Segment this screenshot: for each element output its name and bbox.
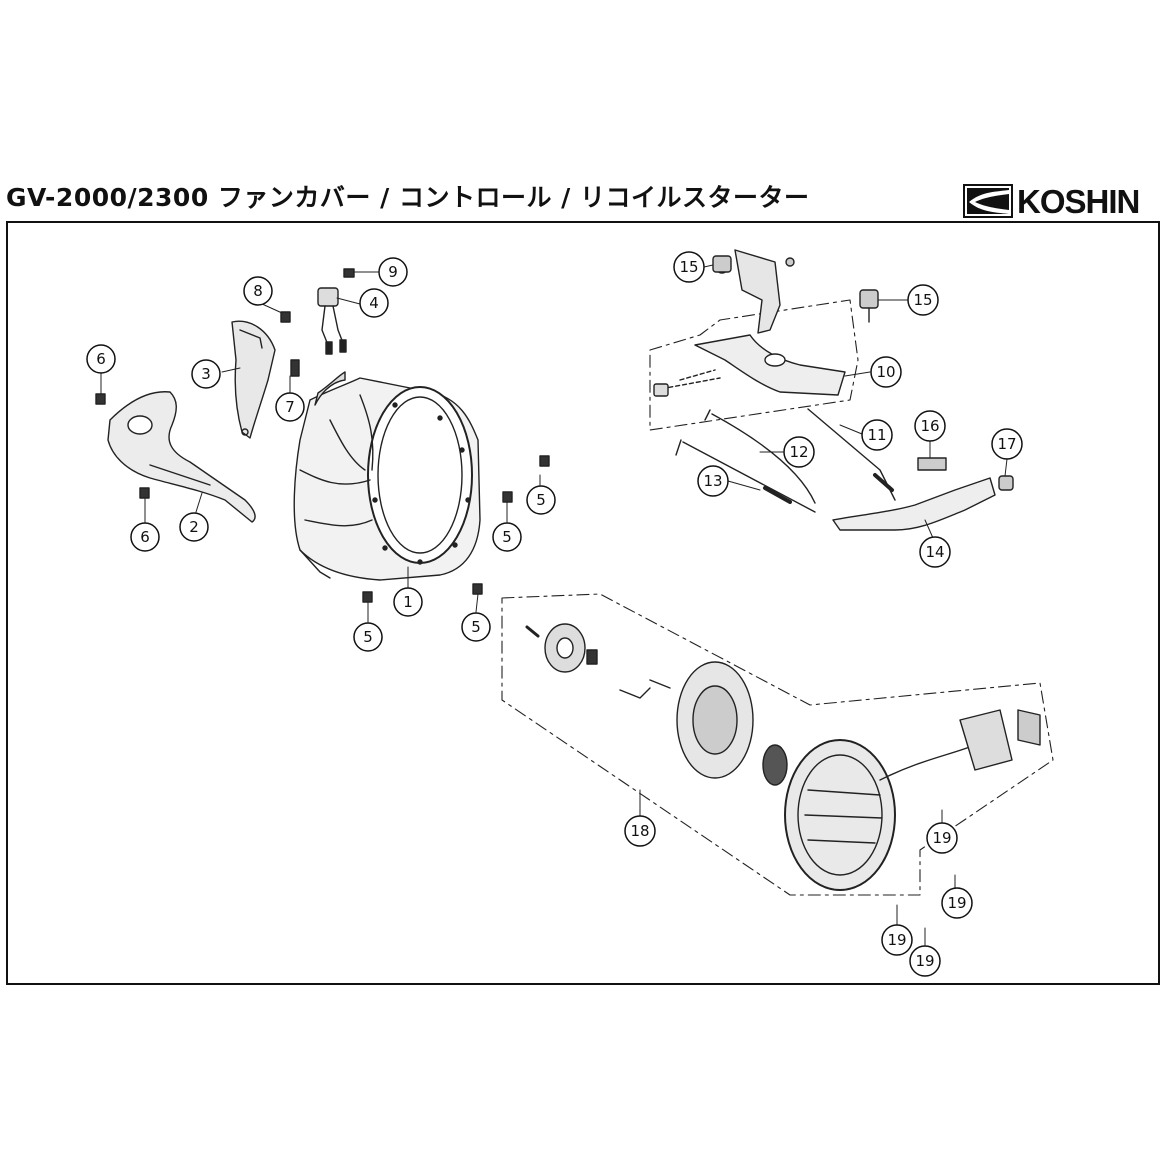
callout-8: 8 bbox=[243, 276, 273, 306]
svg-text:7: 7 bbox=[285, 398, 295, 416]
fan-cover-part bbox=[293, 371, 481, 581]
brand-logo: KOSHIN bbox=[963, 182, 1163, 222]
governor-rods-part bbox=[675, 408, 896, 513]
svg-text:5: 5 bbox=[536, 491, 546, 509]
control-lever-part bbox=[832, 457, 1014, 531]
svg-text:19: 19 bbox=[887, 931, 906, 949]
callout-6b: 6 bbox=[130, 522, 160, 552]
callout-5d: 5 bbox=[461, 612, 491, 642]
callout-13: 13 bbox=[697, 465, 729, 497]
callout-15a: 15 bbox=[673, 251, 705, 283]
svg-text:10: 10 bbox=[876, 363, 895, 381]
callout-19d: 19 bbox=[909, 945, 941, 977]
diagram-frame bbox=[6, 221, 1160, 985]
callout-17: 17 bbox=[991, 428, 1023, 460]
svg-text:19: 19 bbox=[947, 894, 966, 912]
svg-text:16: 16 bbox=[920, 417, 939, 435]
brand-name: KOSHIN bbox=[1017, 183, 1140, 220]
control-assembly-outline bbox=[649, 299, 859, 431]
callout-18: 18 bbox=[624, 815, 656, 847]
bolts-15 bbox=[712, 255, 879, 323]
svg-text:5: 5 bbox=[471, 618, 481, 636]
leader-lines bbox=[100, 221, 1008, 946]
callout-7: 7 bbox=[275, 392, 305, 422]
svg-text:17: 17 bbox=[997, 435, 1016, 453]
svg-text:5: 5 bbox=[363, 628, 373, 646]
svg-text:12: 12 bbox=[789, 443, 808, 461]
bolts-group bbox=[95, 268, 550, 603]
svg-text:1: 1 bbox=[403, 593, 413, 611]
svg-text:5: 5 bbox=[502, 528, 512, 546]
callout-12: 12 bbox=[783, 436, 815, 468]
recoil-starter-outline bbox=[501, 593, 1054, 896]
svg-text:11: 11 bbox=[867, 426, 886, 444]
svg-text:6: 6 bbox=[96, 350, 106, 368]
svg-text:14: 14 bbox=[925, 543, 944, 561]
svg-text:19: 19 bbox=[915, 952, 934, 970]
svg-text:6: 6 bbox=[140, 528, 150, 546]
callout-2: 2 bbox=[179, 512, 209, 542]
svg-text:3: 3 bbox=[201, 365, 211, 383]
svg-text:18: 18 bbox=[630, 822, 649, 840]
side-cover-part bbox=[107, 391, 256, 523]
callout-10: 10 bbox=[870, 356, 902, 388]
callout-16: 16 bbox=[914, 410, 946, 442]
svg-text:19: 19 bbox=[932, 829, 951, 847]
callout-6a: 6 bbox=[86, 344, 116, 374]
callout-5a: 5 bbox=[526, 485, 556, 515]
bracket-plate-part bbox=[231, 320, 276, 439]
callout-19a: 19 bbox=[926, 822, 958, 854]
callout-19b: 19 bbox=[941, 887, 973, 919]
callout-5b: 5 bbox=[492, 522, 522, 552]
page-title: GV-2000/2300 ファンカバー / コントロール / リコイルスターター bbox=[6, 183, 810, 212]
callout-14: 14 bbox=[919, 536, 951, 568]
callouts: 1 2 3 4 5 5 5 5 6 6 7 8 9 10 11 12 13 14… bbox=[86, 251, 1023, 977]
callout-3: 3 bbox=[191, 359, 221, 389]
callout-11: 11 bbox=[861, 419, 893, 451]
svg-text:13: 13 bbox=[703, 472, 722, 490]
svg-text:2: 2 bbox=[189, 518, 199, 536]
ignition-coil-part bbox=[317, 287, 347, 355]
callout-9: 9 bbox=[378, 257, 408, 287]
svg-text:9: 9 bbox=[388, 263, 398, 281]
callout-15b: 15 bbox=[907, 284, 939, 316]
callout-5c: 5 bbox=[353, 622, 383, 652]
callout-19c: 19 bbox=[881, 924, 913, 956]
koshin-logo-icon bbox=[963, 184, 1013, 218]
svg-text:15: 15 bbox=[679, 258, 698, 276]
svg-text:15: 15 bbox=[913, 291, 932, 309]
svg-text:8: 8 bbox=[253, 282, 263, 300]
recoil-starter-part bbox=[525, 623, 1041, 891]
callout-4: 4 bbox=[359, 288, 389, 318]
callout-1: 1 bbox=[393, 587, 423, 617]
svg-text:4: 4 bbox=[369, 294, 379, 312]
